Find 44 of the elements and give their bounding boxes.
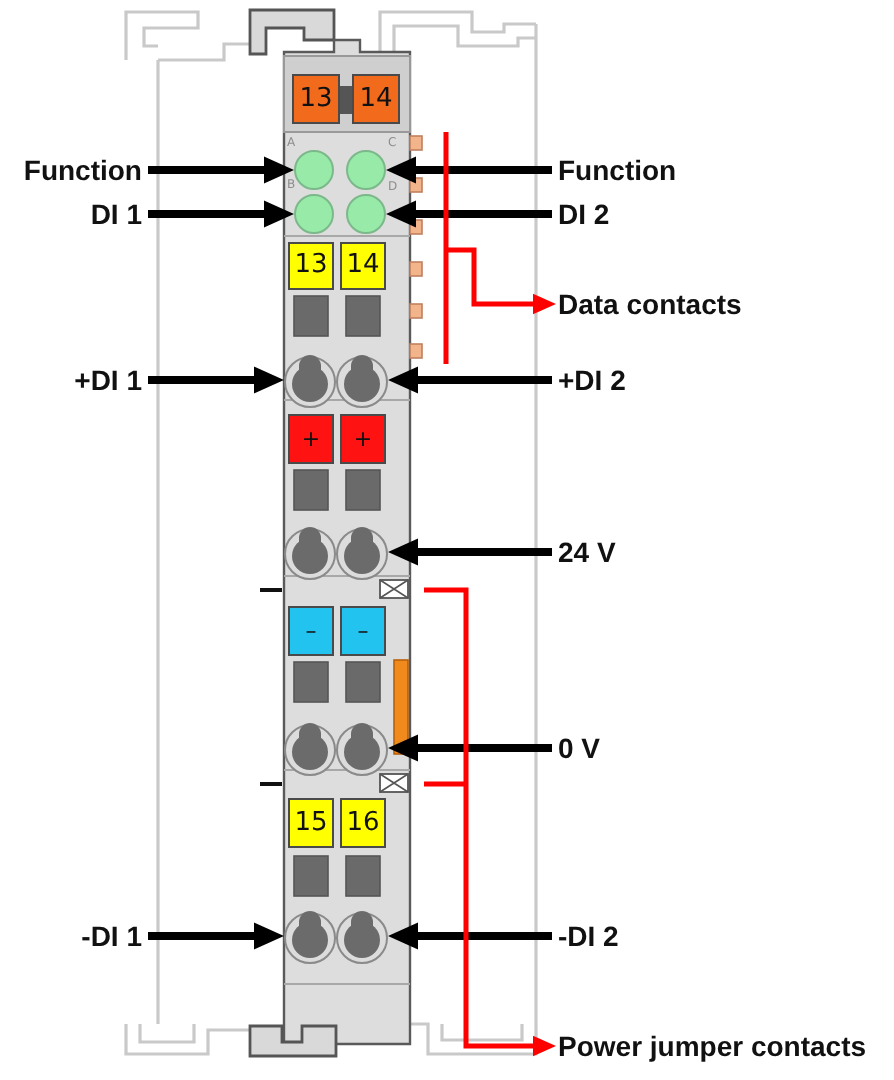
arrow <box>148 200 294 228</box>
arrow <box>386 156 552 184</box>
terminal-marker: 14 <box>340 242 386 290</box>
callout-label: Function <box>23 154 142 186</box>
terminal-clamp-icon <box>284 354 336 408</box>
terminal-marker: 13 <box>292 74 340 124</box>
led-icon <box>346 194 386 234</box>
arrow <box>388 538 552 566</box>
callout-label: -DI 2 <box>558 920 619 952</box>
callout-label: DI 1 <box>90 198 142 230</box>
callout-label: +DI 2 <box>558 364 626 396</box>
callout-label: 0 V <box>558 732 601 764</box>
arrow <box>388 366 552 394</box>
terminal-clamp-icon <box>336 722 388 776</box>
arrow <box>148 922 284 950</box>
terminal-clamp-icon <box>336 526 388 580</box>
arrow <box>388 734 552 762</box>
arrow <box>388 922 552 950</box>
callout-label: -DI 1 <box>81 920 142 952</box>
terminal-marker: 15 <box>288 798 334 848</box>
callout-label: +DI 1 <box>74 364 142 396</box>
led-icon <box>346 150 386 190</box>
callout-label: Power jumper contacts <box>558 1030 867 1062</box>
callout-label: DI 2 <box>558 198 610 230</box>
terminal-marker: – <box>288 606 334 656</box>
arrow <box>148 156 294 184</box>
terminal-marker: 14 <box>352 74 400 124</box>
arrow <box>386 200 552 228</box>
terminal-marker: + <box>340 414 386 464</box>
callout-label: 24 V <box>558 536 616 568</box>
callout-label: Data contacts <box>558 288 742 320</box>
callout-label: Function <box>558 154 677 186</box>
terminal-clamp-icon <box>284 910 336 964</box>
terminal-marker: 16 <box>340 798 386 848</box>
arrow <box>148 366 284 394</box>
led-icon <box>294 150 334 190</box>
arrow <box>463 784 556 1057</box>
terminal-clamp-icon <box>336 910 388 964</box>
led-icon <box>294 194 334 234</box>
terminal-marker: – <box>340 606 386 656</box>
terminal-marker: + <box>288 414 334 464</box>
arrow <box>446 247 556 315</box>
terminal-clamp-icon <box>336 354 388 408</box>
terminal-marker: 13 <box>288 242 334 290</box>
